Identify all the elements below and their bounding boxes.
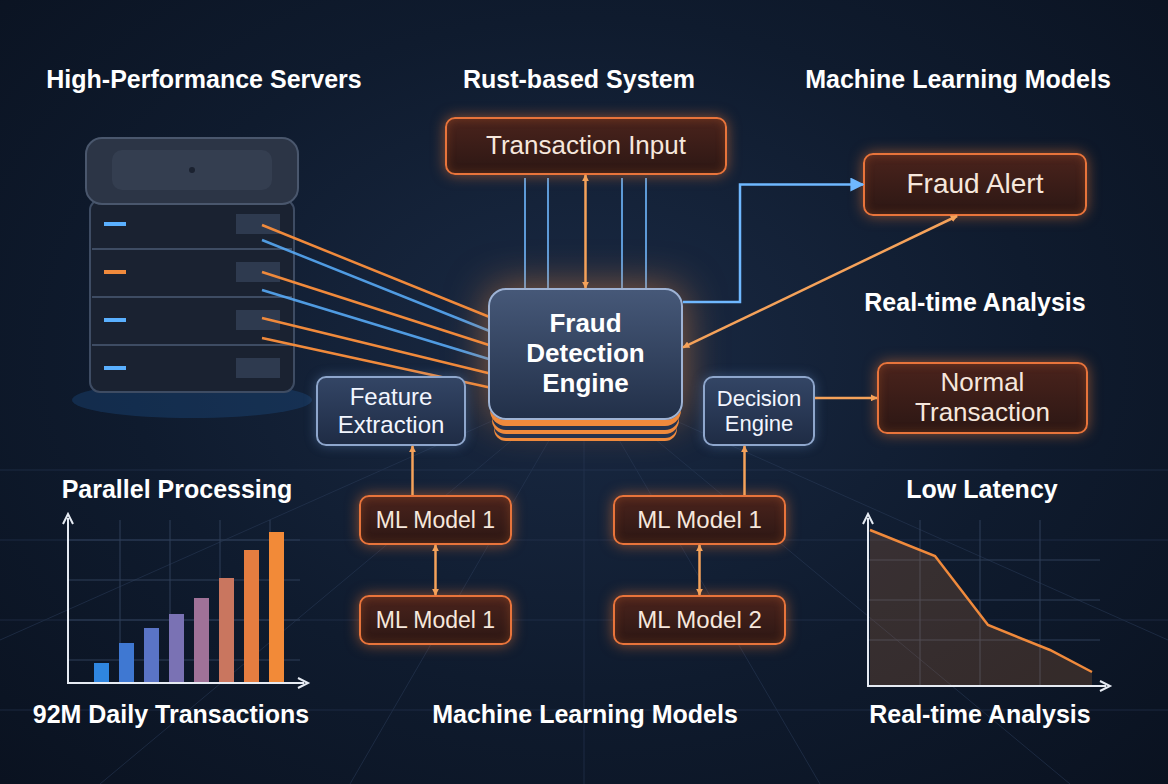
node-text: Transaction Input xyxy=(486,131,686,161)
process-box: Decision Engine xyxy=(703,376,815,446)
input-streams xyxy=(525,178,646,288)
caption-label: Rust-based System xyxy=(444,66,714,94)
floor-grid xyxy=(0,380,1168,784)
flow-arrow xyxy=(815,397,877,400)
output-box: Normal Transaction xyxy=(877,362,1088,434)
model-box: ML Model 2 xyxy=(613,595,786,645)
caption-label: Real-time Analysis xyxy=(850,701,1110,729)
node-text: ML Model 1 xyxy=(637,506,762,534)
flow-arrow xyxy=(683,216,957,347)
caption-label: Machine Learning Models xyxy=(410,701,760,729)
node-text: Fraud Detection Engine xyxy=(498,309,673,399)
process-box: Feature Extraction xyxy=(316,376,466,446)
flow-arrow xyxy=(698,545,701,595)
model-box: ML Model 1 xyxy=(359,495,512,545)
flow-arrow xyxy=(743,446,746,495)
caption-label: High-Performance Servers xyxy=(19,66,389,94)
node-text: ML Model 1 xyxy=(376,607,495,633)
server-links xyxy=(262,225,492,388)
flow-arrow xyxy=(411,446,414,495)
node-text: Fraud Alert xyxy=(907,168,1044,200)
latency-chart xyxy=(863,514,1110,691)
flow-arrow xyxy=(683,185,863,303)
bar-chart xyxy=(63,514,308,688)
model-box: ML Model 1 xyxy=(613,495,786,545)
server-stack xyxy=(72,138,312,418)
caption-label: Real-time Analysis xyxy=(845,289,1105,317)
caption-label: Parallel Processing xyxy=(42,476,312,504)
input-box: Transaction Input xyxy=(445,117,727,175)
caption-label: Machine Learning Models xyxy=(783,66,1133,94)
flow-arrow xyxy=(584,175,587,288)
caption-label: Low Latency xyxy=(877,476,1087,504)
node-text: Feature Extraction xyxy=(320,383,462,438)
caption-label: 92M Daily Transactions xyxy=(6,701,336,729)
model-box: ML Model 1 xyxy=(359,595,512,645)
node-text: ML Model 1 xyxy=(376,507,495,533)
flow-arrow xyxy=(434,545,437,595)
alert-box: Fraud Alert xyxy=(863,153,1087,216)
node-text: Decision Engine xyxy=(707,386,811,437)
node-text: ML Model 2 xyxy=(637,606,762,634)
node-text: Normal Transaction xyxy=(887,368,1078,428)
engine-box: Fraud Detection Engine xyxy=(488,288,683,420)
